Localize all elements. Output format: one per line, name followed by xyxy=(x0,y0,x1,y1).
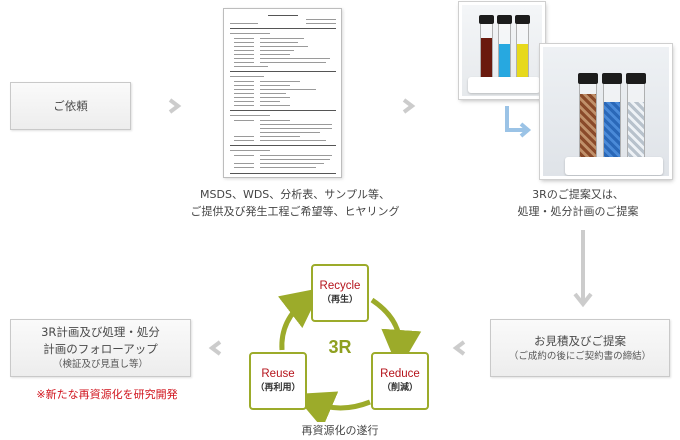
research-note: ※新たな再資源化を研究開発 xyxy=(36,388,178,401)
msds-document-thumbnail xyxy=(223,8,342,178)
info-gathering-caption: MSDS、WDS、分析表、サンプル等、 ご提供及び発生工程ご希望等、ヒヤリング xyxy=(190,188,400,218)
solid-samples-photo xyxy=(540,44,672,179)
arrow-down-icon xyxy=(573,230,593,308)
step-request-label: ご依頼 xyxy=(53,98,88,113)
step-followup-box: 3R計画及び処理・処分 計画のフォローアップ （検証及び見直し等） xyxy=(10,319,191,377)
reuse-jp-label: （再利用） xyxy=(255,383,301,393)
arrow-down-right-icon xyxy=(505,106,532,138)
proposal-caption: 3Rのご提案又は、 処理・処分計画のご提案 xyxy=(517,188,639,218)
arrow-left-icon xyxy=(208,340,222,356)
reuse-box: Reuse （再利用） xyxy=(249,352,307,410)
step-followup-title: 3R計画及び処理・処分 計画のフォローアップ xyxy=(41,325,160,356)
cycle-center-label: 3R xyxy=(328,337,352,357)
reduce-box: Reduce （削減） xyxy=(371,352,429,410)
step-quote-title: お見積及びご提案 xyxy=(534,333,626,348)
arrow-left-icon xyxy=(452,340,466,356)
step-quote-box: お見積及びご提案 （ご成約の後にご契約書の締結） xyxy=(490,319,670,377)
step-request-box: ご依頼 xyxy=(10,82,131,130)
liquid-samples-photo xyxy=(459,2,545,99)
reuse-label: Reuse xyxy=(261,368,295,380)
arrow-right-icon xyxy=(168,98,182,114)
reduce-jp-label: （削減） xyxy=(381,383,418,393)
arrow-right-icon xyxy=(402,98,416,114)
cycle-caption: 再資源化の遂行 xyxy=(301,424,379,437)
step-quote-sub: （ご成約の後にご契約書の締結） xyxy=(508,350,652,362)
cycle-arrows xyxy=(277,287,422,422)
recycle-box: Recycle （再生） xyxy=(311,264,369,322)
reduce-label: Reduce xyxy=(380,368,420,380)
recycle-label: Recycle xyxy=(319,280,361,292)
recycle-jp-label: （再生） xyxy=(321,295,358,305)
step-followup-sub: （検証及び見直し等） xyxy=(52,359,148,370)
